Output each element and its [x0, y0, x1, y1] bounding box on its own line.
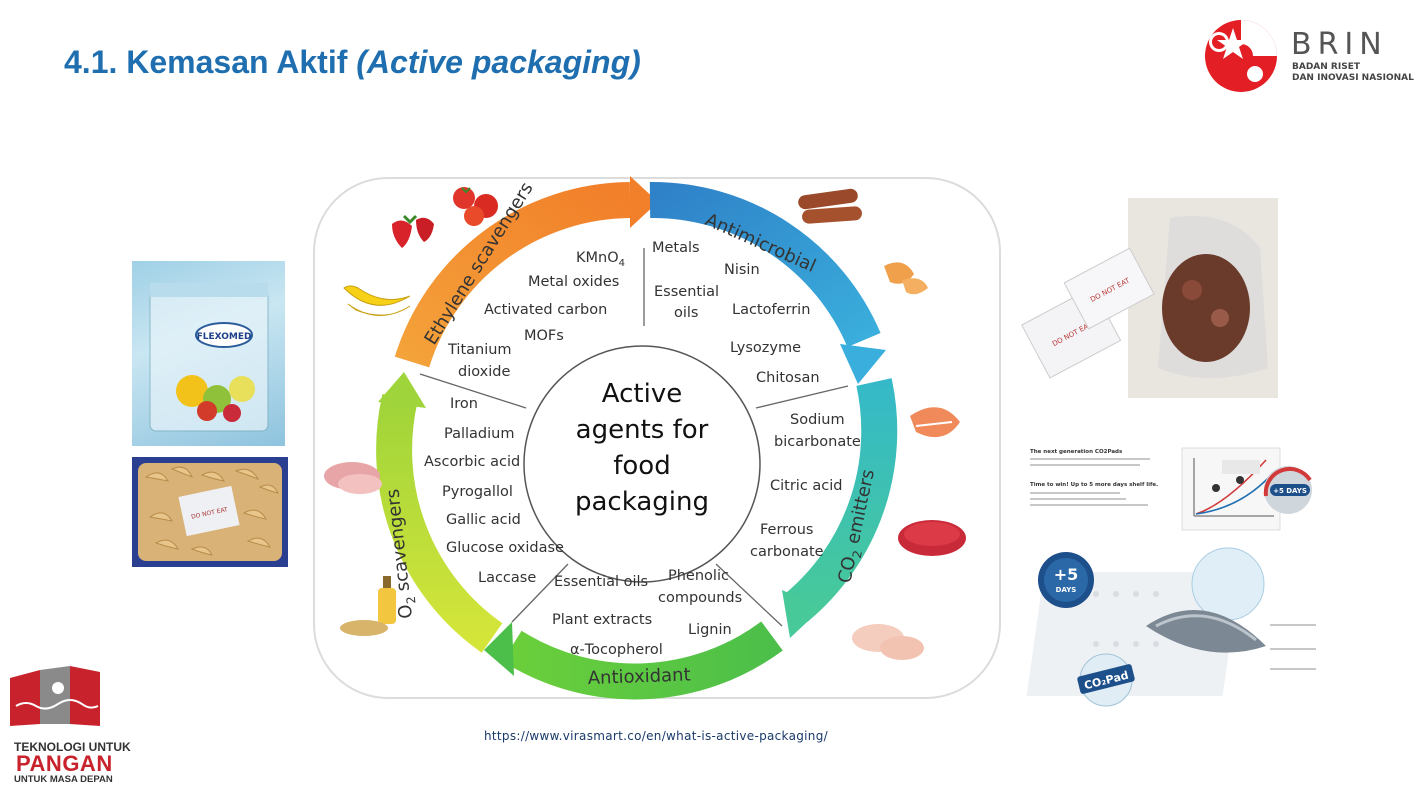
bananas-icon [343, 285, 411, 316]
co2-name-sub: 2 [850, 549, 865, 559]
teknologi-pangan-logo-icon [10, 666, 100, 726]
co2pad-infographic: The next generation CO2Pads Time to win!… [1026, 447, 1316, 707]
campaign-line1: TEKNOLOGI UNTUK [14, 740, 131, 754]
arrow-o2-head [378, 372, 426, 408]
ethylene-item-dioxide: dioxide [458, 364, 510, 380]
brin-subtitle: BADAN RISET DAN INOVASI NASIONAL [1292, 62, 1414, 84]
ham-icon [324, 462, 382, 494]
slide-title-main: 4.1. Kemasan Aktif [64, 44, 357, 80]
brin-subtitle-line2: DAN INOVASI NASIONAL [1292, 73, 1414, 83]
ethylene-item-metal-oxides: Metal oxides [528, 274, 619, 290]
co2pad-win: Time to win! Up to 5 more days shelf lif… [1030, 482, 1158, 488]
o2-name: O [395, 603, 417, 619]
tomatoes-icon [453, 187, 498, 226]
sausages-icon [798, 188, 862, 224]
arc-co2 [784, 378, 898, 622]
center-line-1: Active [602, 379, 682, 409]
antioxidant-item-compounds: compounds [658, 590, 742, 606]
divider-bottom-left [511, 563, 569, 623]
center-line-4: packaging [575, 487, 709, 517]
antimicrobial-item-lactoferrin: Lactoferrin [732, 302, 810, 318]
o2-item-gallic-acid: Gallic acid [446, 512, 521, 528]
active-agents-diagram: Ethylene scavengers Antimicrobial CO2 em… [313, 176, 1001, 700]
antioxidant-item-phenolic: Phenolic [668, 568, 729, 584]
plus5-badge: +5 [1054, 565, 1079, 584]
sector-name-antioxidant: Antioxidant [587, 664, 690, 689]
ethylene-item-titanium: Titanium [447, 342, 512, 358]
plus-days-badge: +5 DAYS [1273, 487, 1307, 495]
o2-item-ascorbic-acid: Ascorbic acid [424, 454, 520, 470]
photo-oxygen-absorbers: DO NOT EAT DO NOT EAT [1020, 198, 1278, 406]
center-circle [523, 345, 761, 583]
antimicrobial-item-metals: Metals [652, 240, 700, 256]
photo-flexomed-bag: FLEXOMED [132, 261, 285, 446]
ethylene-item-mofs: MOFs [524, 328, 564, 344]
divider-bottom-right [715, 563, 783, 627]
minced-meat-icon [898, 520, 966, 556]
kmno-sub: 4 [619, 258, 625, 269]
co2-item-sodium: Sodium [790, 412, 845, 428]
center-line-3: food [613, 451, 670, 481]
kmno-text: KMnO [576, 250, 619, 266]
arrow-antimicrobial-head [840, 344, 886, 384]
antimicrobial-item-nisin: Nisin [724, 262, 760, 278]
ethylene-item-kmno4: KMnO4 [576, 250, 625, 269]
o2-item-glucose-oxidase: Glucose oxidase [446, 540, 564, 556]
divider-left [419, 373, 527, 409]
o2-item-iron: Iron [450, 396, 478, 412]
co2pad-title: The next generation CO2Pads [1030, 449, 1123, 455]
shelf-life-chart [1181, 447, 1281, 531]
arc-antioxidant [502, 621, 783, 700]
center-line-2: agents for [576, 415, 709, 445]
ethylene-item-activated-carbon: Activated carbon [484, 302, 607, 318]
antimicrobial-item-oils: oils [674, 305, 698, 321]
antimicrobial-item-lysozyme: Lysozyme [730, 340, 801, 356]
strawberries-icon [392, 214, 434, 248]
antimicrobial-item-essential: Essential [654, 284, 719, 300]
co2-item-citric-acid: Citric acid [770, 478, 843, 494]
arrow-co2-head [782, 590, 822, 638]
flexomed-label: FLEXOMED [197, 332, 252, 342]
campaign-line2: PANGAN [16, 751, 113, 776]
o2-name-sub: 2 [404, 595, 419, 604]
arc-antimicrobial [649, 181, 881, 348]
o2-item-pyrogallol: Pyrogallol [442, 484, 513, 500]
antioxidant-item-lignin: Lignin [688, 622, 732, 638]
shrimp-icon [884, 262, 928, 295]
oil-bottle-icon [340, 576, 396, 636]
slide-title: 4.1. Kemasan Aktif (Active packaging) [64, 44, 641, 81]
antimicrobial-item-chitosan: Chitosan [756, 370, 820, 386]
o2-item-palladium: Palladium [444, 426, 514, 442]
slide-title-italic: (Active packaging) [356, 44, 641, 80]
campaign-line3: UNTUK MASA DEPAN [14, 774, 113, 785]
co2-item-carbonate: carbonate [750, 544, 824, 560]
divider-right [755, 385, 849, 409]
photo-cashews: DO NOT EAT [132, 457, 288, 567]
arc-o2 [376, 393, 503, 653]
days-badge: DAYS [1056, 586, 1077, 594]
brin-subtitle-line1: BADAN RISET [1292, 62, 1360, 72]
co2-item-ferrous: Ferrous [760, 522, 813, 538]
arc-ethylene [394, 182, 631, 368]
arrow-ethylene-head [630, 176, 658, 228]
o2-item-laccase: Laccase [478, 570, 536, 586]
antioxidant-item-essential-oils: Essential oils [554, 574, 648, 590]
source-link[interactable]: https://www.virasmart.co/en/what-is-acti… [484, 729, 828, 743]
antioxidant-item-tocopherol: α-Tocopherol [570, 642, 663, 658]
arrow-antioxidant-head [484, 622, 514, 676]
brin-wordmark: BRIN [1291, 27, 1388, 62]
antioxidant-item-plant-extracts: Plant extracts [552, 612, 652, 628]
co2-item-bicarbonate: bicarbonate [774, 434, 861, 450]
brin-logo-icon [1205, 20, 1277, 92]
chicken-breast-icon [852, 624, 924, 660]
salmon-icon [910, 407, 960, 438]
